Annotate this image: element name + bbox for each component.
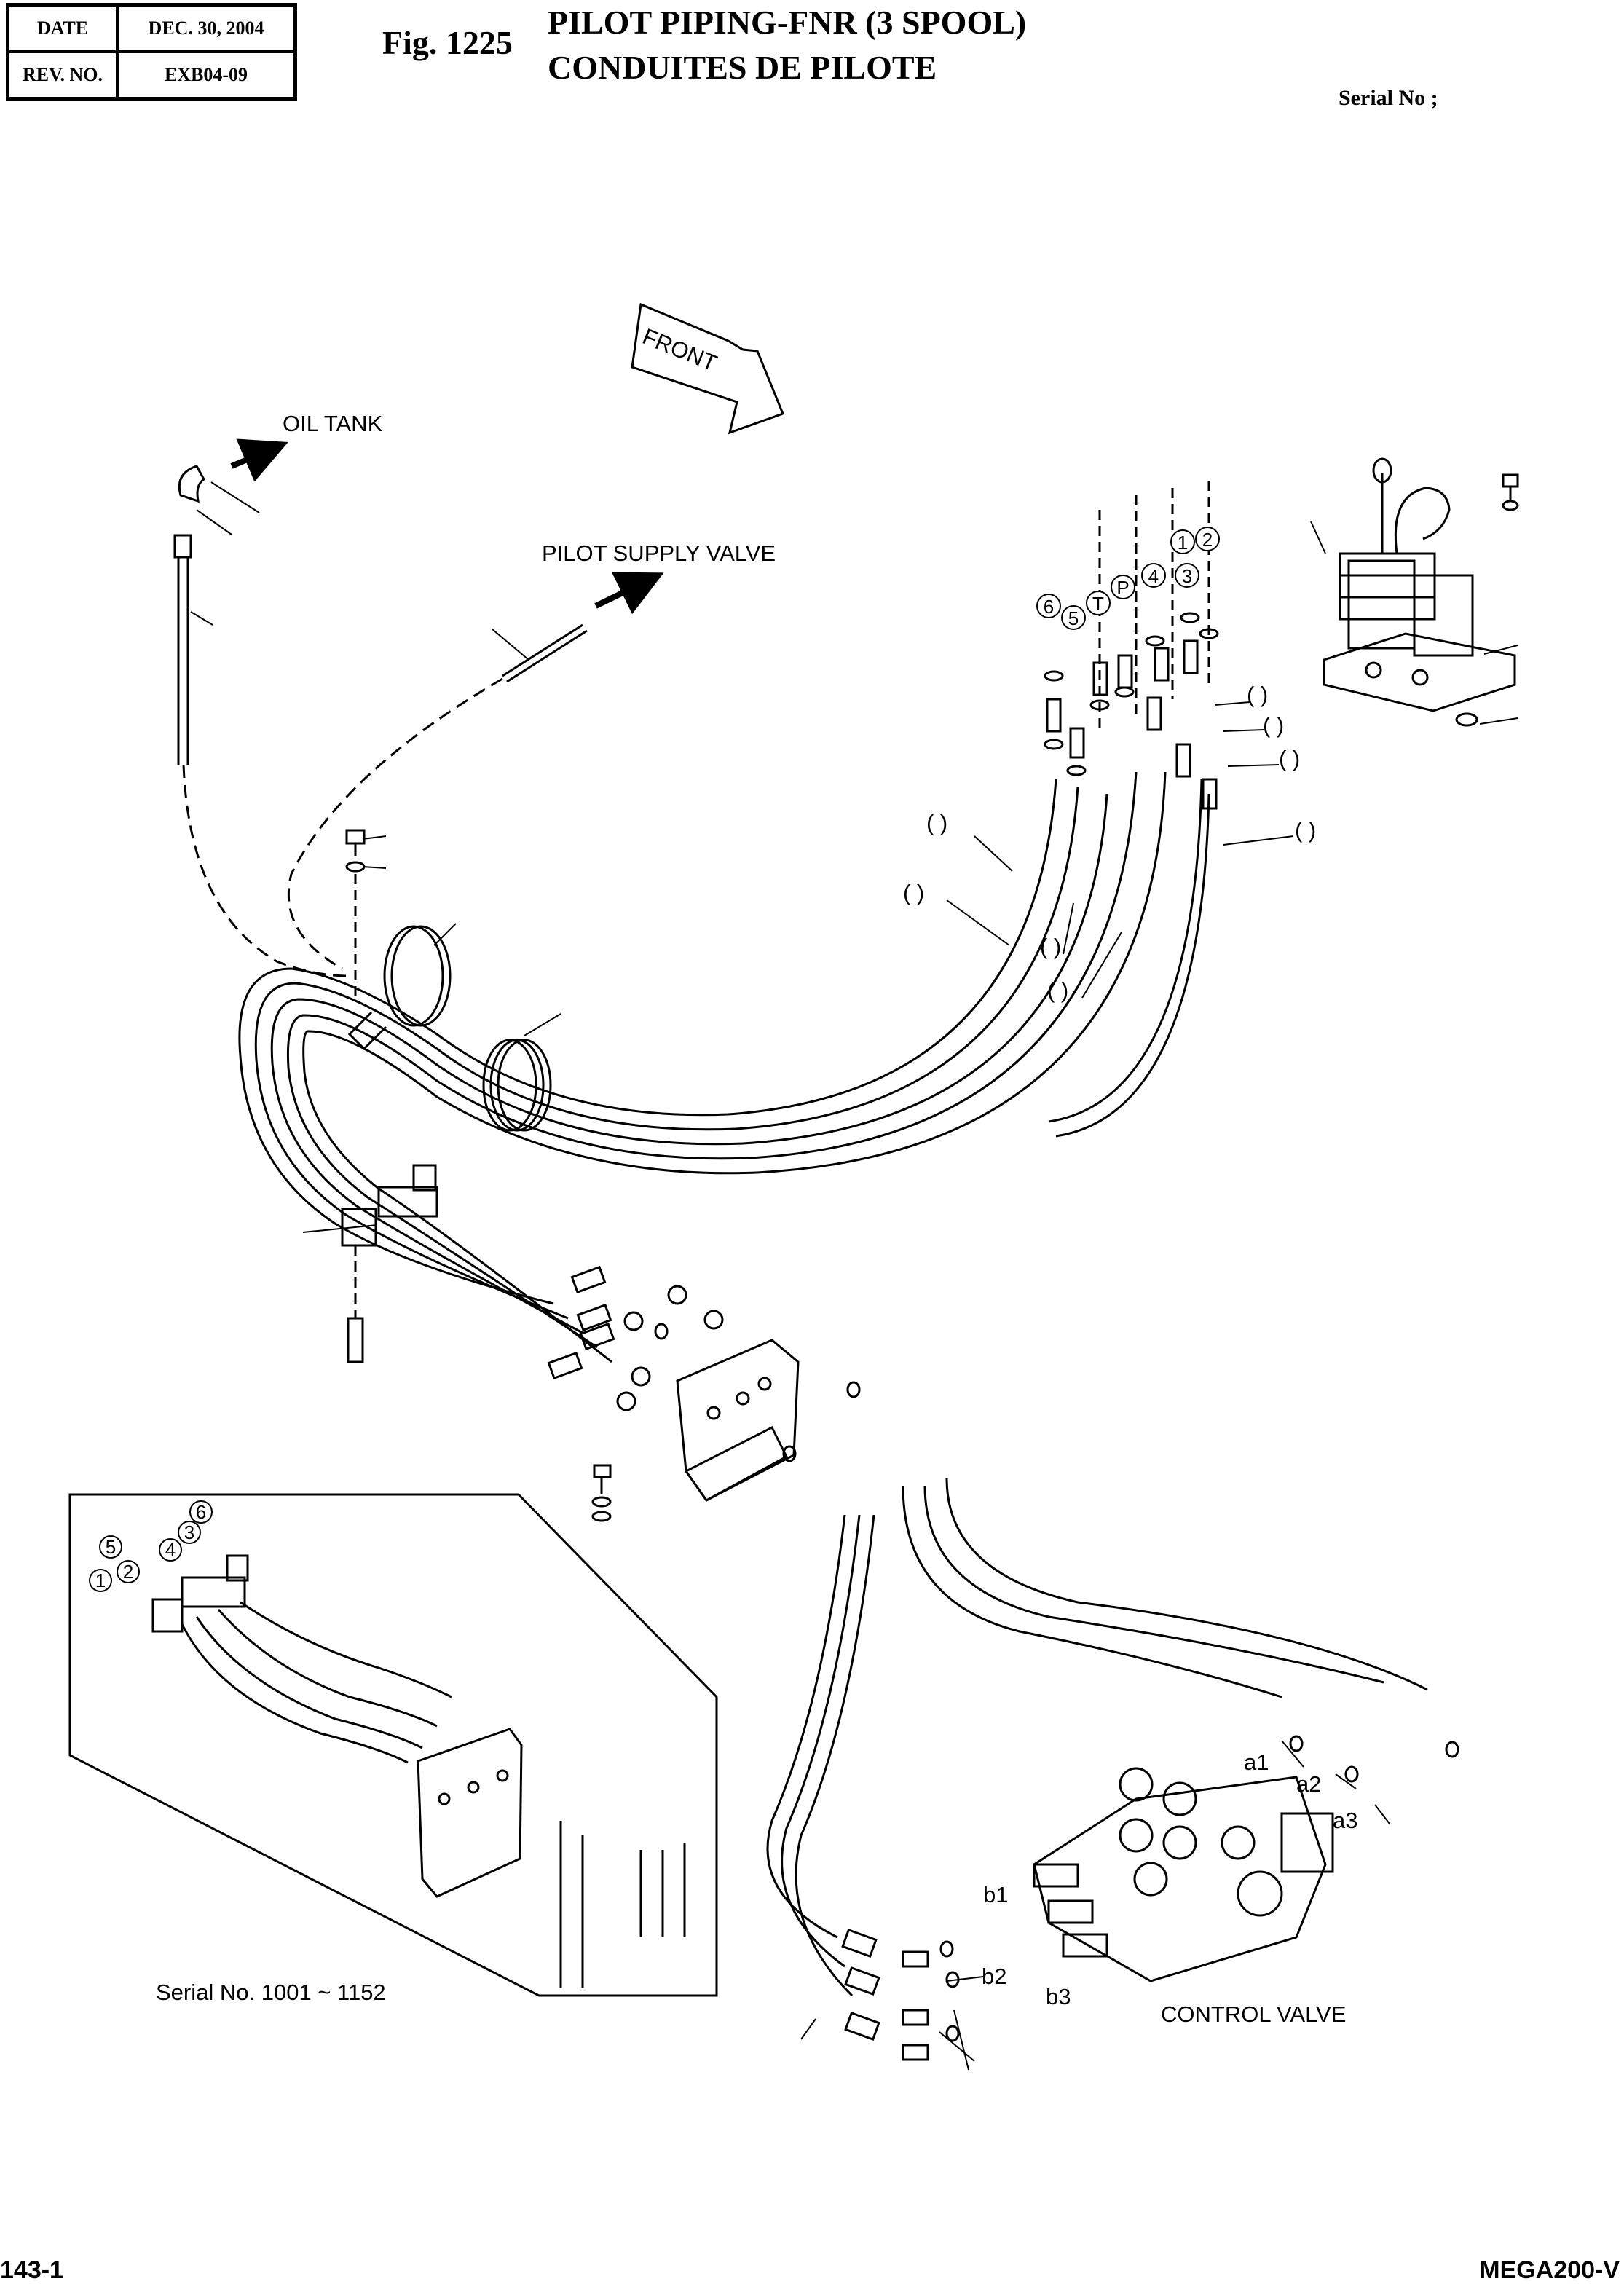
joystick-port-labels: 6 5 T P 4 3 1 2 (1036, 527, 1220, 630)
joystick-fittings (1044, 481, 1219, 810)
port-label-4: 4 (1148, 565, 1159, 587)
page-title: PILOT PIPING-FNR (3 SPOOL) (548, 4, 1027, 41)
port-a2-label: a2 (1296, 1771, 1321, 1797)
inset-port-6: 6 (196, 1501, 206, 1523)
oil-tank-arrow (230, 438, 288, 482)
hose-holder-block (341, 1164, 438, 1363)
inset-port-5: 5 (106, 1536, 116, 1558)
date-value: DEC. 30, 2004 (117, 5, 295, 52)
inset-port-labels: 1 2 5 4 3 6 (89, 1500, 213, 1592)
pilot-supply-arrow (594, 572, 664, 615)
port-b1-label: b1 (983, 1882, 1008, 1907)
port-b2-label: b2 (982, 1964, 1006, 1989)
hose-clamps (347, 925, 552, 1132)
oil-tank-hose (173, 465, 350, 977)
mid-fittings-cluster (547, 1265, 861, 1462)
leader-lines (190, 481, 1518, 2071)
mounting-bracket (591, 1339, 800, 1522)
port-label-3: 3 (1182, 565, 1192, 587)
inset-port-3: 3 (184, 1521, 194, 1543)
inset-serial-label: Serial No. 1001 ~ 1152 (156, 1980, 386, 2005)
page-subtitle: CONDUITES DE PILOTE (548, 49, 937, 86)
paren-ref-6: ( ) (903, 880, 924, 905)
rev-value: EXB04-09 (117, 52, 295, 98)
paren-ref-1: ( ) (1247, 682, 1268, 707)
port-b3-label: b3 (1046, 1984, 1071, 2009)
port-a1-label: a1 (1244, 1749, 1269, 1775)
valve-hoses (766, 1478, 1428, 1997)
part-reference-blanks: ( ) ( ) ( ) ( ) ( ) ( ) ( ) ( ) (903, 682, 1316, 1003)
port-label-6: 6 (1044, 596, 1054, 618)
control-valve-label: CONTROL VALVE (1161, 2001, 1346, 2027)
clamp-bolt (345, 829, 366, 998)
joystick-assembly (1323, 457, 1519, 727)
port-label-2: 2 (1202, 529, 1213, 551)
port-label-t: T (1092, 593, 1104, 615)
paren-ref-3: ( ) (1279, 746, 1300, 771)
inset-port-1: 1 (95, 1570, 106, 1591)
pilot-supply-valve-label: PILOT SUPPLY VALVE (542, 540, 776, 566)
paren-ref-8: ( ) (1047, 977, 1068, 1003)
inset-view: Serial No. 1001 ~ 1152 1 2 5 (68, 1493, 718, 2005)
model-name: MEGA200-V (1479, 2256, 1620, 2284)
inset-port-4: 4 (165, 1539, 176, 1561)
valve-fittings (841, 1735, 1459, 2061)
paren-ref-5: ( ) (926, 810, 947, 835)
page-number: 143-1 (0, 2256, 63, 2284)
paren-ref-7: ( ) (1040, 934, 1061, 959)
control-valve (1033, 1767, 1334, 1982)
valve-port-labels: a1 a2 a3 b1 b2 b3 CONTROL VALVE (982, 1749, 1357, 2027)
port-label-5: 5 (1068, 607, 1079, 629)
oil-tank-label: OIL TANK (283, 411, 383, 436)
inset-port-2: 2 (123, 1561, 133, 1583)
date-label: DATE (8, 5, 117, 52)
serial-number-label: Serial No ; (1339, 86, 1438, 110)
port-a3-label: a3 (1333, 1808, 1357, 1833)
pilot-supply-hose (287, 623, 588, 970)
port-label-1: 1 (1178, 532, 1188, 554)
paren-ref-4: ( ) (1295, 817, 1316, 843)
hose-bundle (238, 771, 1210, 1363)
rev-label: REV. NO. (8, 52, 117, 98)
paren-ref-2: ( ) (1263, 712, 1284, 738)
figure-number: Fig. 1225 (382, 24, 513, 61)
front-arrow: FRONT (631, 302, 784, 435)
revision-table: DATE DEC. 30, 2004 REV. NO. EXB04-09 (6, 3, 297, 101)
port-label-p: P (1116, 577, 1129, 599)
